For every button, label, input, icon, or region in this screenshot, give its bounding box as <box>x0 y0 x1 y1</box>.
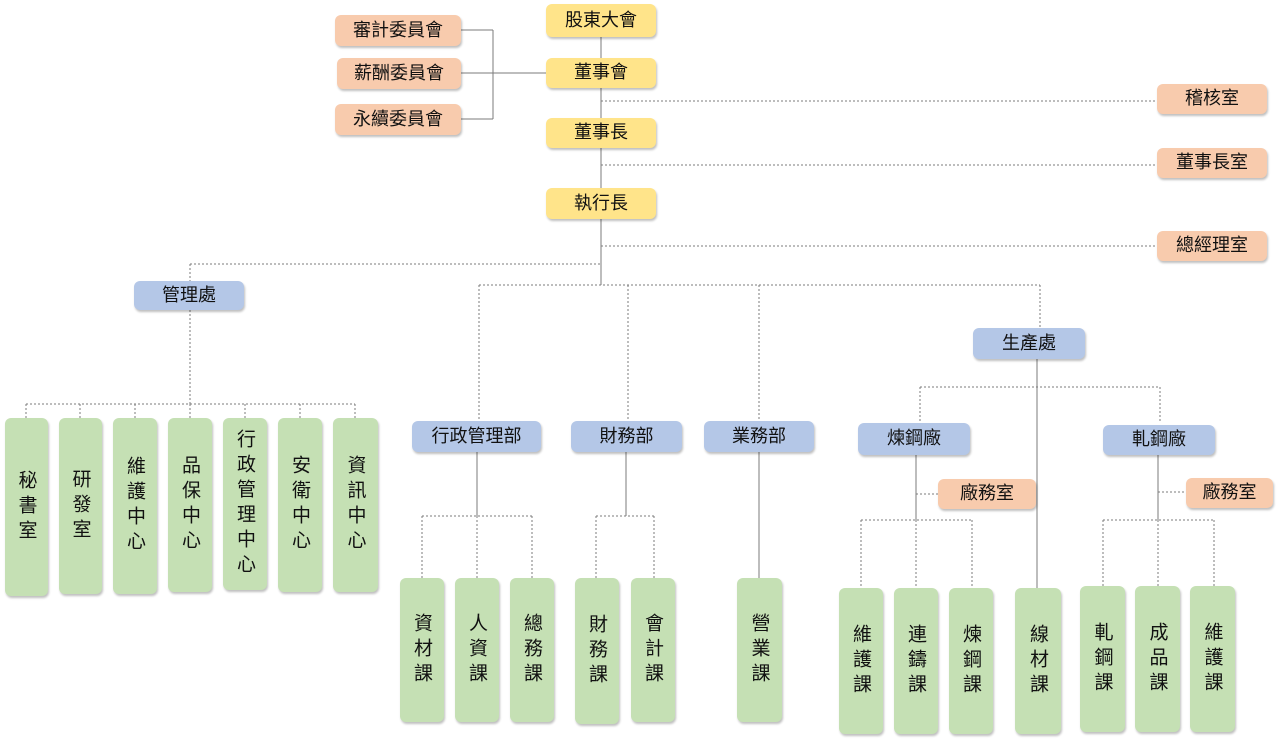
section-node: 軋鋼課 <box>1080 586 1125 732</box>
section-node: 維護課 <box>1190 586 1235 732</box>
shareholders-meeting-node: 股東大會 <box>546 4 656 37</box>
unit-node: 安衛中心 <box>278 418 322 592</box>
section-node: 連鑄課 <box>894 588 938 734</box>
chairman-node: 董事長 <box>546 118 656 148</box>
audit-committee-node: 審計委員會 <box>335 15 461 46</box>
internal-audit-office-node: 稽核室 <box>1157 84 1267 114</box>
remuneration-committee-node: 薪酬委員會 <box>337 58 461 89</box>
section-node: 成品課 <box>1135 586 1180 732</box>
unit-node: 品保中心 <box>168 418 212 592</box>
unit-node: 資訊中心 <box>333 418 378 592</box>
section-node: 線材課 <box>1015 588 1061 734</box>
unit-node: 維護中心 <box>113 418 157 594</box>
section-node: 財務課 <box>575 578 619 724</box>
unit-node: 秘書室 <box>5 418 48 596</box>
section-node: 資材課 <box>400 578 444 722</box>
section-node: 煉鋼課 <box>949 588 993 734</box>
section-node: 人資課 <box>455 578 499 722</box>
ceo-node: 執行長 <box>546 188 656 219</box>
chairman-office-node: 董事長室 <box>1157 148 1267 178</box>
production-division-node: 生產處 <box>973 328 1085 359</box>
admin-department-node: 行政管理部 <box>412 421 541 452</box>
plant-affairs-office-node: 廠務室 <box>1186 478 1273 508</box>
plant-affairs-office-node: 廠務室 <box>938 479 1036 509</box>
unit-node: 行政管理中心 <box>223 418 267 590</box>
section-node: 會計課 <box>631 578 675 722</box>
section-node: 維護課 <box>839 588 883 734</box>
steelmaking-plant-node: 煉鋼廠 <box>858 423 970 455</box>
sustainability-committee-node: 永續委員會 <box>335 104 461 135</box>
management-division-node: 管理處 <box>134 281 244 310</box>
unit-node: 研發室 <box>59 418 102 594</box>
gm-office-node: 總經理室 <box>1157 231 1267 261</box>
sales-department-node: 業務部 <box>704 421 814 452</box>
rolling-mill-node: 軋鋼廠 <box>1103 425 1215 455</box>
finance-department-node: 財務部 <box>571 421 682 452</box>
section-node: 營業課 <box>737 578 782 722</box>
board-of-directors-node: 董事會 <box>546 58 656 88</box>
section-node: 總務課 <box>510 578 554 722</box>
